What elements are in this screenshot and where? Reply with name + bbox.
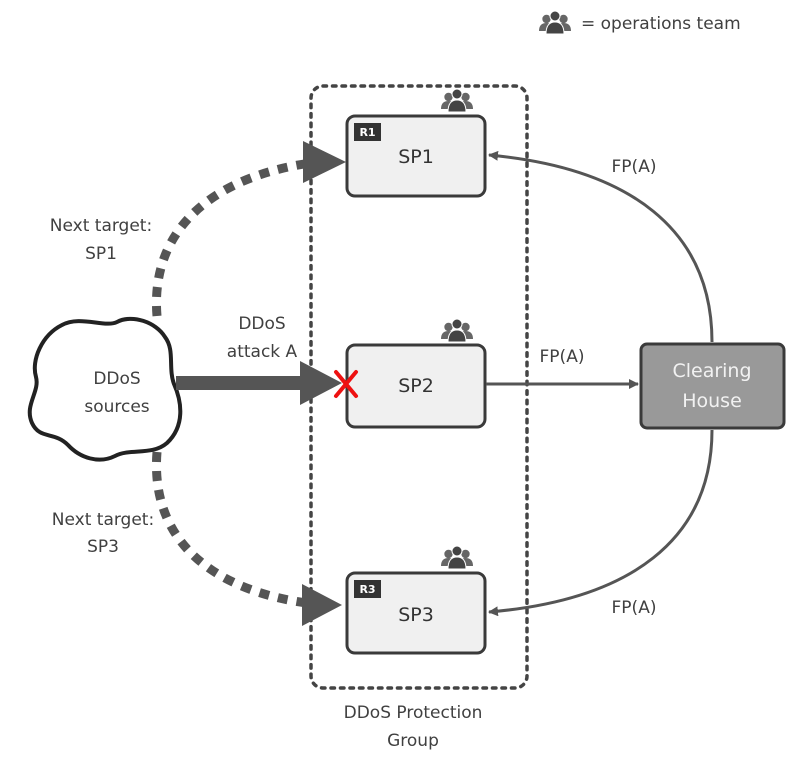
next-target-sp3-arrowhead: [302, 584, 342, 626]
sp3-badge: [354, 580, 381, 598]
sp3-operations-team-icon: [440, 545, 474, 570]
next-target-sp1-path: [151, 157, 319, 317]
sp3-node: R3 SP3: [345, 545, 487, 655]
fp-bottom-label: FP(A): [612, 598, 657, 618]
fp-top-label: FP(A): [612, 157, 657, 177]
sp1-badge: [354, 123, 381, 141]
next-target-sp3-line2: SP3: [87, 537, 119, 557]
sources-line2: sources: [84, 397, 149, 417]
next-target-sp3-path: [151, 451, 315, 609]
attack-label-line1: DDoS: [238, 314, 285, 334]
sp3-badge-label: R3: [359, 583, 375, 596]
next-target-sp3-line1: Next target:: [52, 510, 154, 530]
protection-group-frame: [309, 84, 529, 690]
sp1-node: R1 SP1: [345, 88, 487, 198]
sp2-operations-team-icon: [440, 318, 474, 343]
protection-group-line1: DDoS Protection: [344, 703, 483, 723]
attack-label-line2: attack A: [227, 342, 298, 362]
legend-text: = operations team: [581, 14, 741, 34]
sp1-badge-label: R1: [359, 126, 375, 139]
fp-to-sp1-arrow: [488, 150, 714, 343]
sp3-box: [345, 571, 487, 655]
ddos-attack-arrow: [176, 361, 342, 405]
clearing-house-line1: Clearing: [672, 360, 751, 382]
ddos-sources-cloud: [27, 316, 183, 462]
next-target-sp1-line1: Next target:: [50, 216, 152, 236]
fp-middle-label: FP(A): [540, 347, 585, 367]
sp1-box: [345, 114, 487, 198]
clearing-house-line2: House: [682, 390, 742, 412]
operations-team-icon: [538, 10, 572, 35]
sp1-operations-team-icon: [440, 88, 474, 113]
next-target-sp1-line2: SP1: [85, 244, 117, 264]
sp1-label: SP1: [398, 146, 434, 168]
legend: = operations team: [538, 10, 741, 35]
sp3-label: SP3: [398, 604, 434, 626]
blocked-x-icon: [334, 370, 358, 398]
fp-to-sp3-arrow: [488, 429, 714, 617]
sp2-label: SP2: [398, 375, 434, 397]
sources-line1: DDoS: [93, 369, 140, 389]
protection-group-line2: Group: [387, 731, 439, 751]
clearing-house-box: [639, 342, 786, 430]
next-target-sp1-arrowhead: [303, 141, 346, 183]
sp2-node: SP2: [345, 318, 487, 429]
